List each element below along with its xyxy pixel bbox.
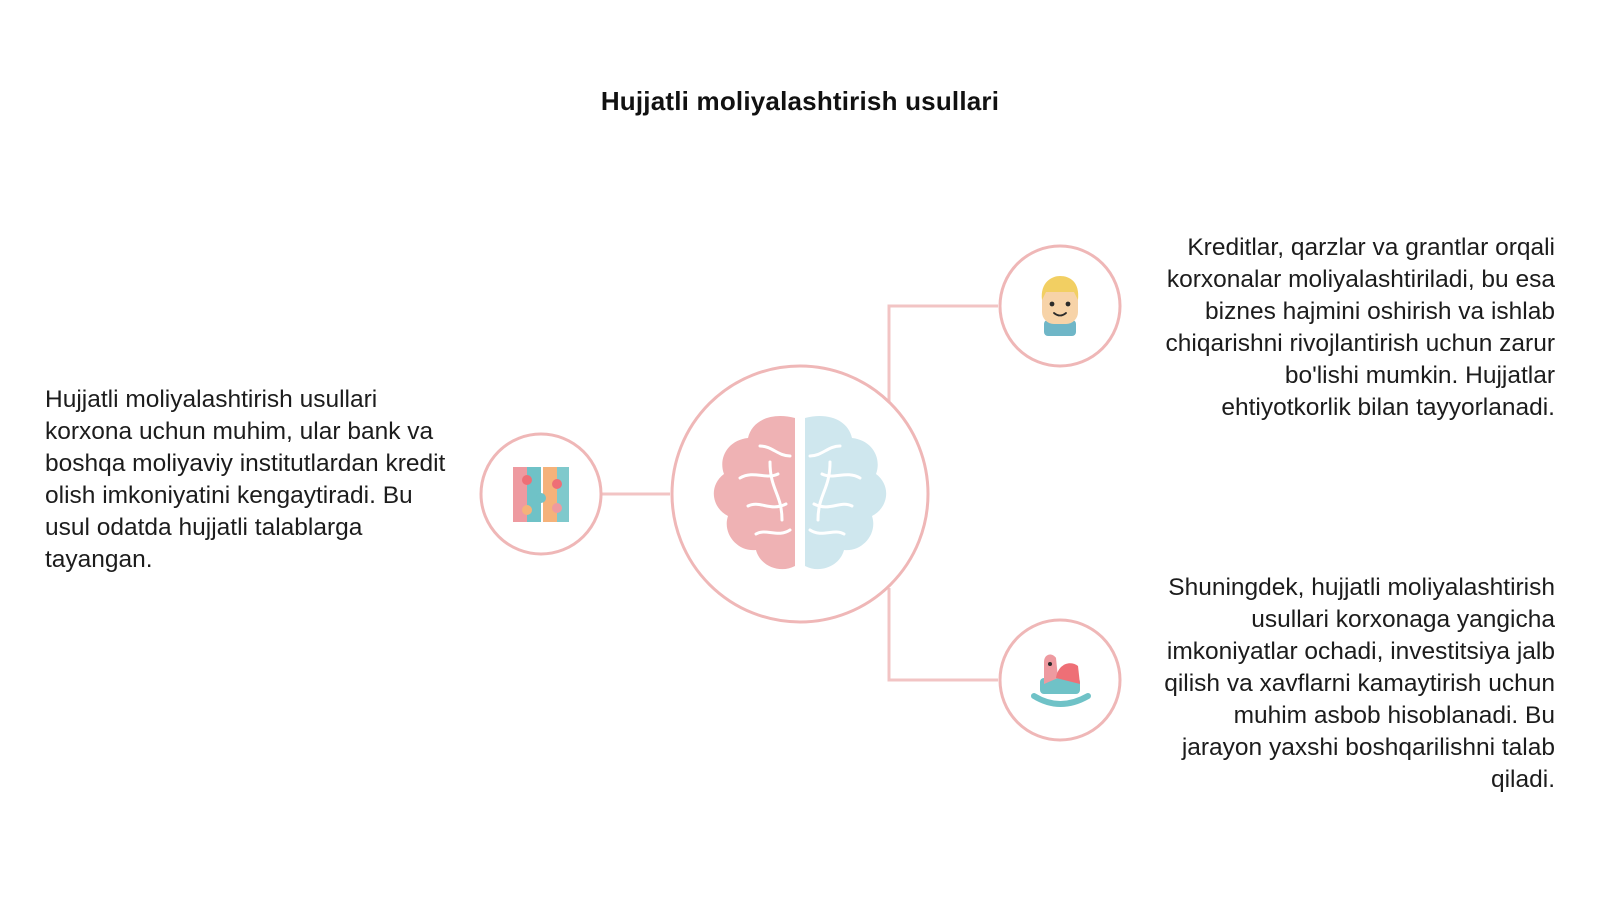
- page-title: Hujjatli moliyalashtirish usullari: [600, 86, 1000, 116]
- connectors: [602, 304, 998, 682]
- rocking-horse-icon: [1031, 654, 1091, 707]
- left-node: [479, 432, 603, 556]
- center-node: [670, 364, 930, 624]
- right-bottom-description: Shuningdek, hujjatli moliyalashtirish us…: [1164, 574, 1555, 793]
- connector-right-bottom: [887, 588, 998, 682]
- puzzle-icon: [513, 467, 569, 522]
- connector-right-top: [887, 304, 998, 402]
- right-top-description: Kreditlar, qarzlar va grantlar orqali ko…: [1165, 234, 1555, 421]
- person-icon: [1041, 276, 1079, 336]
- right-top-node: [998, 244, 1122, 368]
- right-bottom-node: [998, 618, 1122, 742]
- left-description: Hujjatli moliyalashtirish usullari korxo…: [45, 386, 446, 573]
- brain-icon: [713, 416, 887, 570]
